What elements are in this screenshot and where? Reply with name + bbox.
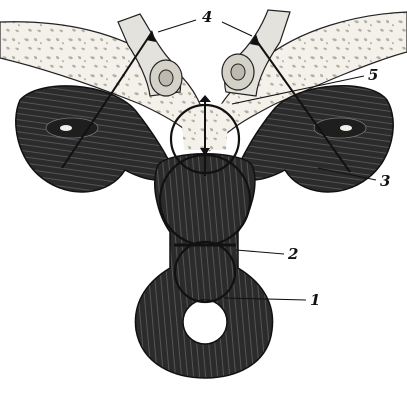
muscle-central-column: [135, 154, 272, 378]
leader-2: [236, 250, 284, 254]
label-3: 3: [380, 172, 390, 190]
central-opening: [183, 300, 227, 344]
leader-4-right: [222, 22, 252, 36]
arrowhead-center-top: [199, 95, 211, 102]
leader-4-left: [158, 20, 196, 32]
label-1: 1: [310, 291, 320, 309]
label-4: 4: [202, 8, 212, 26]
label-5: 5: [368, 66, 378, 84]
label-2: 2: [287, 245, 298, 263]
